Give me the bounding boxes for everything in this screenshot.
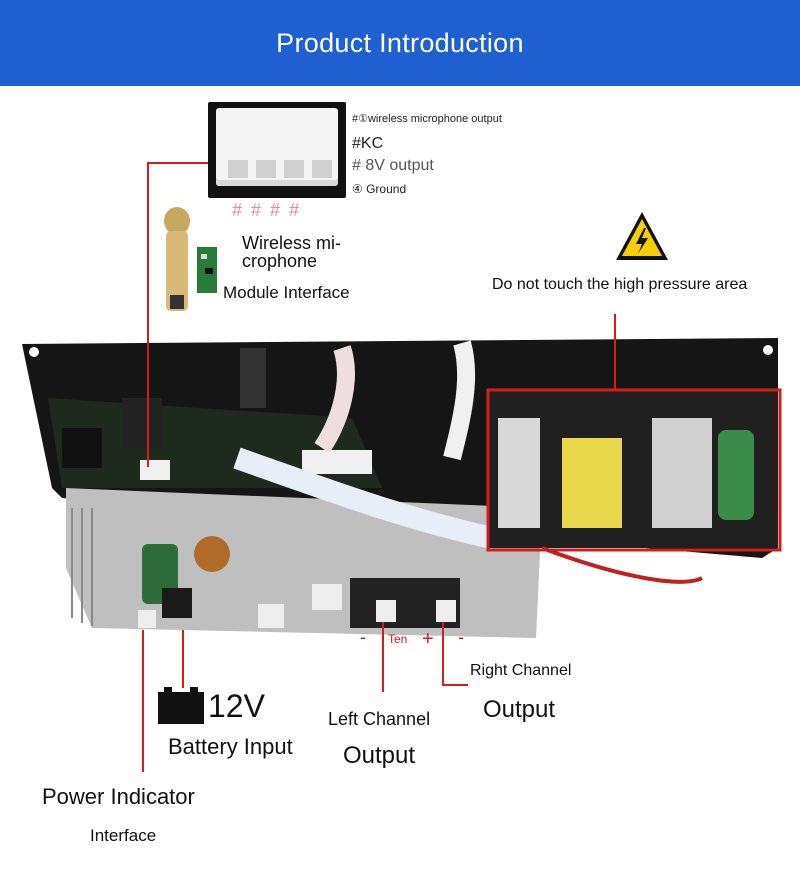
pin-2-label: #KC [352, 135, 384, 152]
interface-label: Interface [90, 826, 157, 845]
plus-marker: + [422, 628, 434, 650]
high-voltage-warning-icon [616, 212, 668, 260]
callout-line-right-channel-h [442, 684, 468, 686]
callout-line-left-channel [382, 622, 384, 692]
right-channel-label: Right Channel [470, 662, 572, 679]
battery-voltage-label: 12V [208, 688, 265, 724]
callout-line-power-indicator [142, 630, 144, 772]
battery-icon [158, 687, 204, 724]
ten-marker: Ten [388, 632, 408, 646]
callout-line-warning [614, 314, 616, 390]
pin-3-label: # 8V output [352, 157, 434, 174]
module-interface-label: Module Interface [223, 283, 350, 302]
page-title: Product Introduction [276, 27, 524, 58]
left-channel-label: Left Channel [328, 709, 431, 729]
left-output-label: Output [343, 742, 416, 769]
callout-line-wireless [147, 162, 149, 467]
product-introduction-banner: Product Introduction [0, 0, 800, 86]
right-output-label: Output [483, 696, 556, 723]
connector-icon [208, 102, 346, 198]
callout-line-battery [182, 630, 184, 688]
right-minus-marker: - [458, 627, 464, 647]
pin-1-label: #①wireless microphone output [352, 113, 502, 125]
microphone-icon [164, 207, 190, 311]
wireless-module-icon [197, 247, 217, 293]
left-minus-marker: - [360, 627, 366, 647]
wireless-microphone-label: Wireless mi- crophone [242, 233, 341, 271]
callout-line-wireless-h [147, 162, 208, 164]
amplifier-board-photo [22, 338, 782, 638]
pin-marks: # # # # [232, 200, 302, 220]
battery-input-label: Battery Input [168, 734, 293, 759]
power-indicator-label: Power Indicator [42, 784, 195, 809]
callout-line-right-channel [442, 622, 444, 686]
warning-label: Do not touch the high pressure area [492, 276, 748, 293]
pin-4-label: ④ Ground [352, 182, 407, 196]
